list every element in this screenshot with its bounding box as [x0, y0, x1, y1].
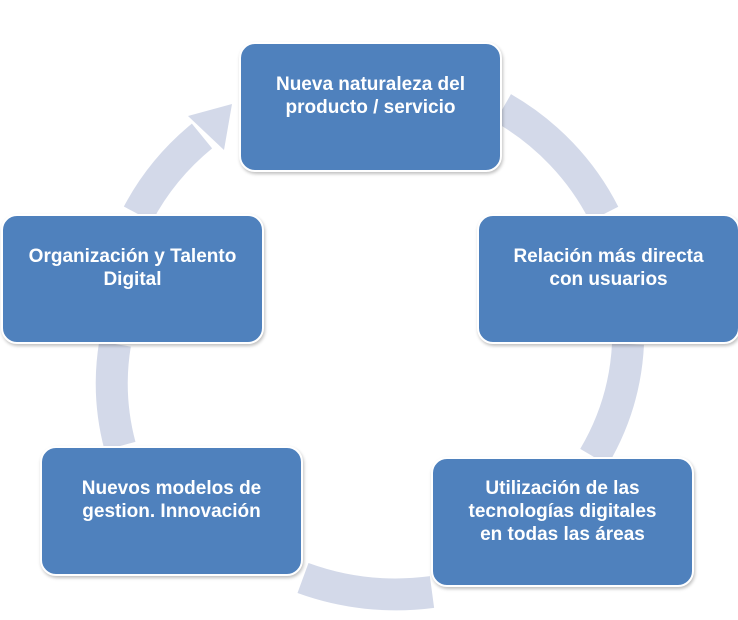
cycle-node-management-models: Nuevos modelos de gestion. Innovación	[40, 446, 303, 576]
ring-arc-3-to-4	[297, 562, 435, 611]
ring-arc-5-to-1	[123, 123, 213, 222]
cycle-node-label: Nuevos modelos de gestion. Innovación	[81, 478, 262, 522]
ring-arc-2-to-3	[580, 342, 644, 466]
cycle-node-label: Utilización de las tecnologías digitales…	[468, 477, 657, 545]
cycle-node-label: Organización y Talento Digital	[28, 246, 237, 290]
cycle-node-product-service: Nueva naturaleza del producto / servicio	[239, 42, 502, 172]
cycle-node-digital-technologies: Utilización de las tecnologías digitales…	[431, 457, 694, 587]
cycle-node-user-relationship: Relación más directa con usuarios	[477, 214, 738, 344]
ring-arc-1-to-2	[494, 94, 619, 222]
ring-arc-4-to-5	[95, 341, 136, 451]
cycle-node-label: Nueva naturaleza del producto / servicio	[275, 74, 466, 118]
ring-arrowhead	[188, 104, 232, 150]
ring-segments	[95, 94, 644, 611]
cycle-node-organization-talent: Organización y Talento Digital	[1, 214, 264, 344]
cycle-node-label: Relación más directa con usuarios	[513, 246, 704, 290]
